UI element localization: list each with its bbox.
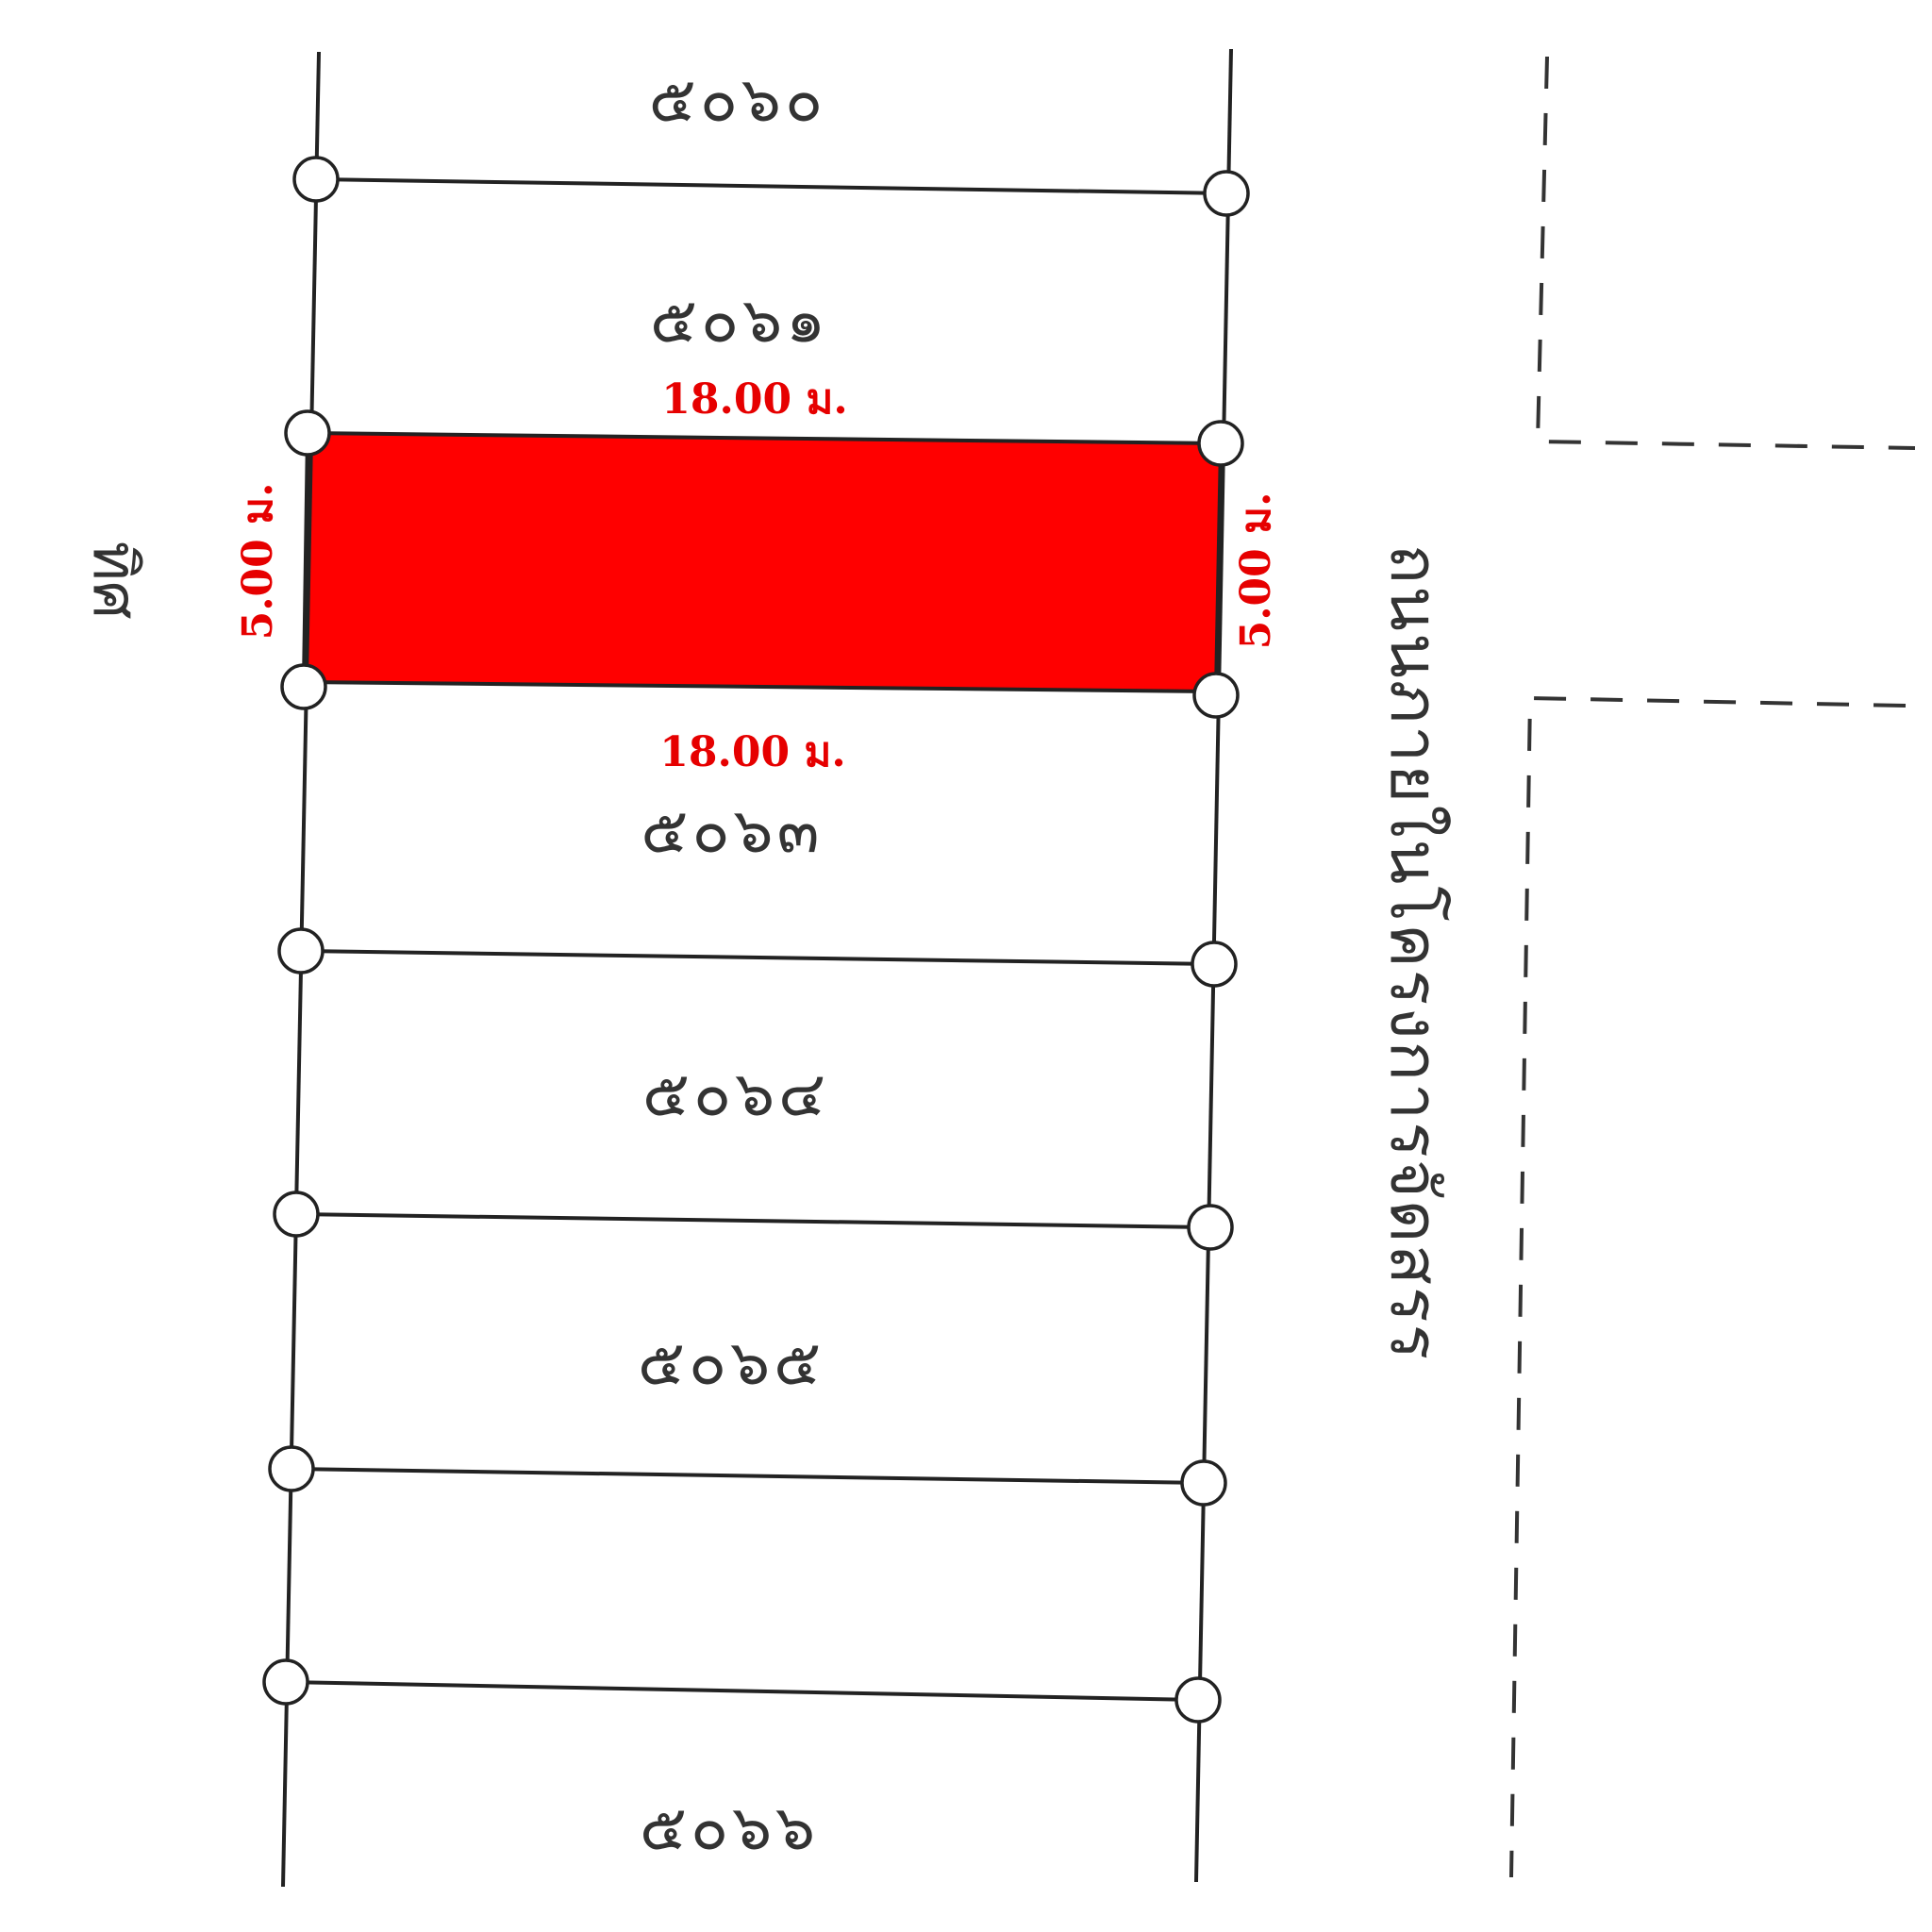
road-label: ถนนภายในโครงการจัดสรร (1375, 544, 1453, 1361)
boundary-pin (262, 1658, 309, 1706)
lot-number: ๕๐๖๕ (638, 1326, 824, 1399)
lot-number: ๕๐๖๐ (649, 63, 826, 136)
boundary-pin (280, 663, 327, 710)
boundary-pin (277, 927, 325, 974)
lot-number: ๕๐๖๓ (641, 794, 823, 867)
boundary-pin (273, 1191, 320, 1238)
divider-line-1 (315, 177, 1227, 195)
boundary-pin (1197, 420, 1244, 467)
lot-number: ๕๐๖๑ (650, 284, 829, 357)
boundary-pin (1187, 1204, 1234, 1251)
boundary-pin (1174, 1676, 1222, 1724)
divider-line-3 (295, 1212, 1211, 1229)
lot-number: ๕๐๖๖ (640, 1791, 819, 1864)
divider-line-5 (285, 1680, 1199, 1702)
dimension-label-right: 5.00 ม. (1232, 492, 1280, 650)
highlighted-plot[interactable] (301, 430, 1224, 694)
divider-line-4 (291, 1467, 1205, 1485)
boundary-pin (1180, 1459, 1227, 1507)
boundary-pin (292, 156, 340, 203)
boundary-pin (284, 409, 331, 457)
boundary-pin (1203, 170, 1250, 217)
compass-label: ทิศ (79, 541, 149, 620)
dimension-label-bottom: 18.00 ม. (659, 728, 845, 776)
divider-line-2 (300, 949, 1215, 966)
dashed-boundary-upper (1535, 56, 1916, 450)
dimension-label-top: 18.00 ม. (661, 375, 847, 424)
lot-number: ๕๐๖๔ (642, 1058, 829, 1130)
dimension-label-left: 5.00 ม. (234, 483, 282, 641)
boundary-pin (268, 1445, 315, 1492)
boundary-pin (1192, 672, 1240, 719)
boundary-pins (262, 156, 1250, 1724)
dashed-boundary-lower (1509, 695, 1907, 1878)
boundary-pin (1191, 941, 1238, 988)
